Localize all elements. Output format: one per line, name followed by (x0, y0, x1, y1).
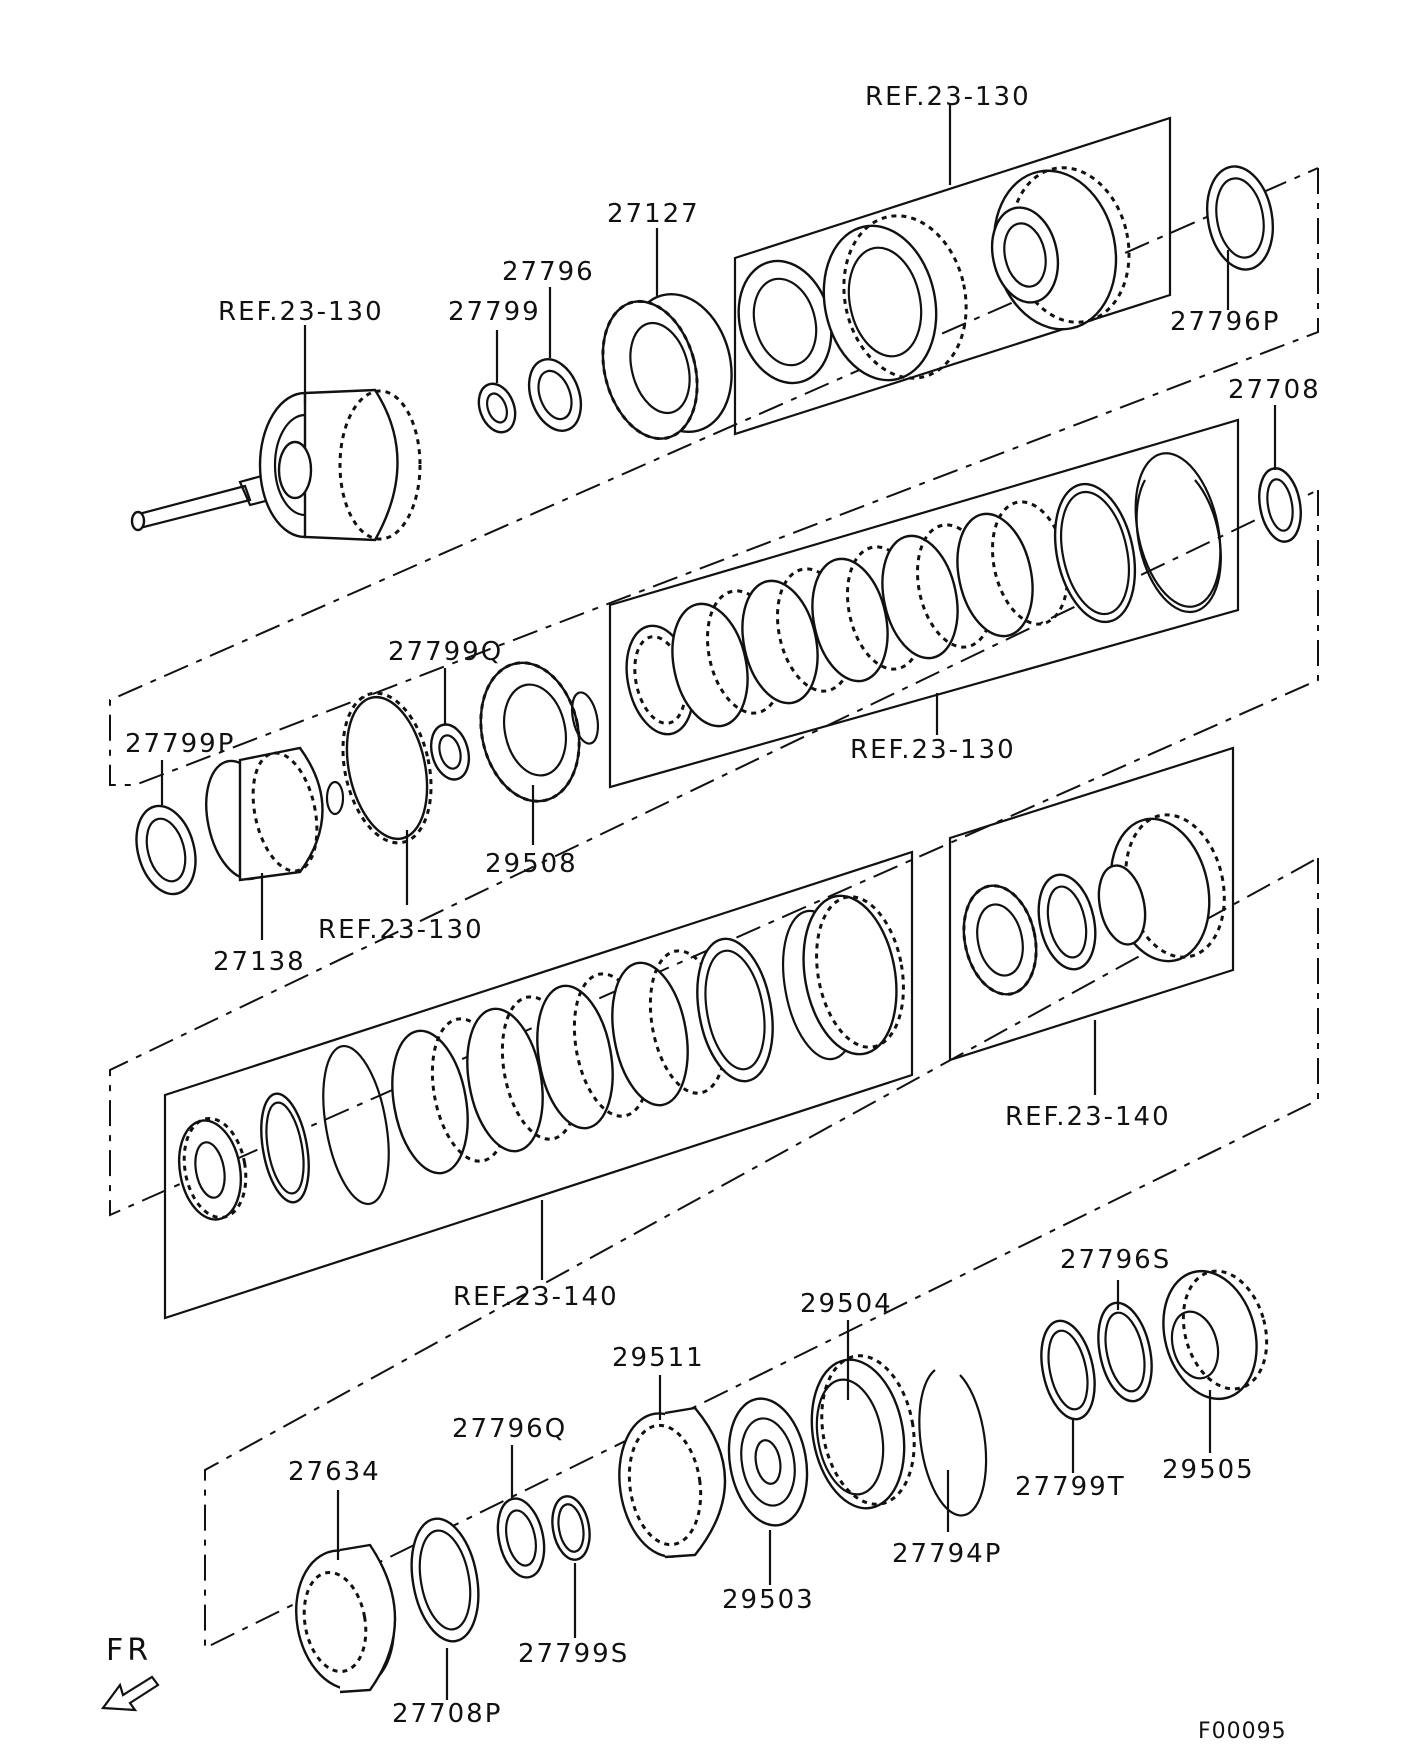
leader-lines (160, 105, 1277, 1700)
ref-box-middle (608, 418, 1240, 789)
part-27799Q-washer (429, 723, 471, 781)
label-29511: 29511 (612, 1343, 705, 1373)
part-29511-ring-gear (618, 1406, 727, 1559)
part-27794P-snap-ring (918, 1369, 988, 1517)
input-shaft-drum (130, 388, 422, 542)
part-27634-housing (294, 1543, 397, 1694)
part-27708P-washer (410, 1517, 480, 1643)
lower-box-clutch-plates (178, 894, 905, 1221)
part-27799S-washer (551, 1495, 591, 1561)
label-fr-direction: FR (106, 1633, 152, 1668)
label-27799P: 27799P (125, 729, 235, 759)
part-27708-washer (1258, 467, 1302, 543)
label-27799: 27799 (448, 297, 541, 327)
label-ref-23-130-lower: REF.23-130 (318, 915, 484, 945)
part-29508-carrier (479, 661, 600, 803)
label-29505: 29505 (1162, 1455, 1255, 1485)
section-outline-1 (109, 167, 1319, 786)
ref-box-top (733, 116, 1172, 436)
label-27799T: 27799T (1015, 1472, 1126, 1502)
section-outline-2 (109, 489, 1319, 1217)
label-27708P: 27708P (392, 1699, 502, 1729)
ref-box-lower (163, 850, 914, 1320)
label-27799Q: 27799Q (388, 637, 503, 667)
part-27799-washer (477, 382, 517, 434)
label-ref-23-130-top: REF.23-130 (865, 82, 1031, 112)
part-29505-carrier (1162, 1269, 1269, 1401)
label-ref-23-130-middle: REF.23-130 (850, 735, 1016, 765)
middle-box-clutch-plates (625, 452, 1222, 736)
label-27127: 27127 (607, 199, 700, 229)
part-29504-ring-gear (810, 1354, 916, 1510)
ref-box-right (948, 746, 1235, 1062)
label-27796S: 27796S (1060, 1245, 1171, 1275)
part-27127-gear-hub (601, 292, 733, 441)
front-direction-arrow-icon (100, 1675, 160, 1712)
label-27634: 27634 (288, 1457, 381, 1487)
part-27796S-bearing (1097, 1301, 1153, 1403)
label-27708: 27708 (1228, 375, 1321, 405)
label-ref-23-130-left: REF.23-130 (218, 297, 384, 327)
label-29504: 29504 (800, 1289, 893, 1319)
part-27799T-washer (1040, 1319, 1096, 1421)
section-outline-3 (204, 857, 1319, 1650)
label-27796Q: 27796Q (452, 1414, 567, 1444)
label-ref-23-140-lower: REF.23-140 (453, 1282, 619, 1312)
label-27796P: 27796P (1170, 307, 1280, 337)
label-27796: 27796 (502, 257, 595, 287)
part-27138-drum (205, 746, 345, 882)
ref-toothed-plate (341, 691, 433, 845)
right-box-gear-parts (962, 813, 1226, 996)
top-box-clutch-assembly (737, 166, 1131, 385)
label-ref-23-140-right: REF.23-140 (1005, 1102, 1171, 1132)
label-29503: 29503 (722, 1585, 815, 1615)
label-diagram-code: F00095 (1198, 1719, 1287, 1744)
label-27799S: 27799S (518, 1639, 629, 1669)
part-27796-bearing (527, 358, 583, 432)
label-27794P: 27794P (892, 1539, 1002, 1569)
part-27799P-washer (135, 804, 197, 896)
part-27796Q-bearing (496, 1497, 546, 1579)
part-27796P-washer (1206, 165, 1274, 271)
part-29503-carrier (727, 1397, 809, 1527)
label-29508: 29508 (485, 849, 578, 879)
label-27138: 27138 (213, 947, 306, 977)
